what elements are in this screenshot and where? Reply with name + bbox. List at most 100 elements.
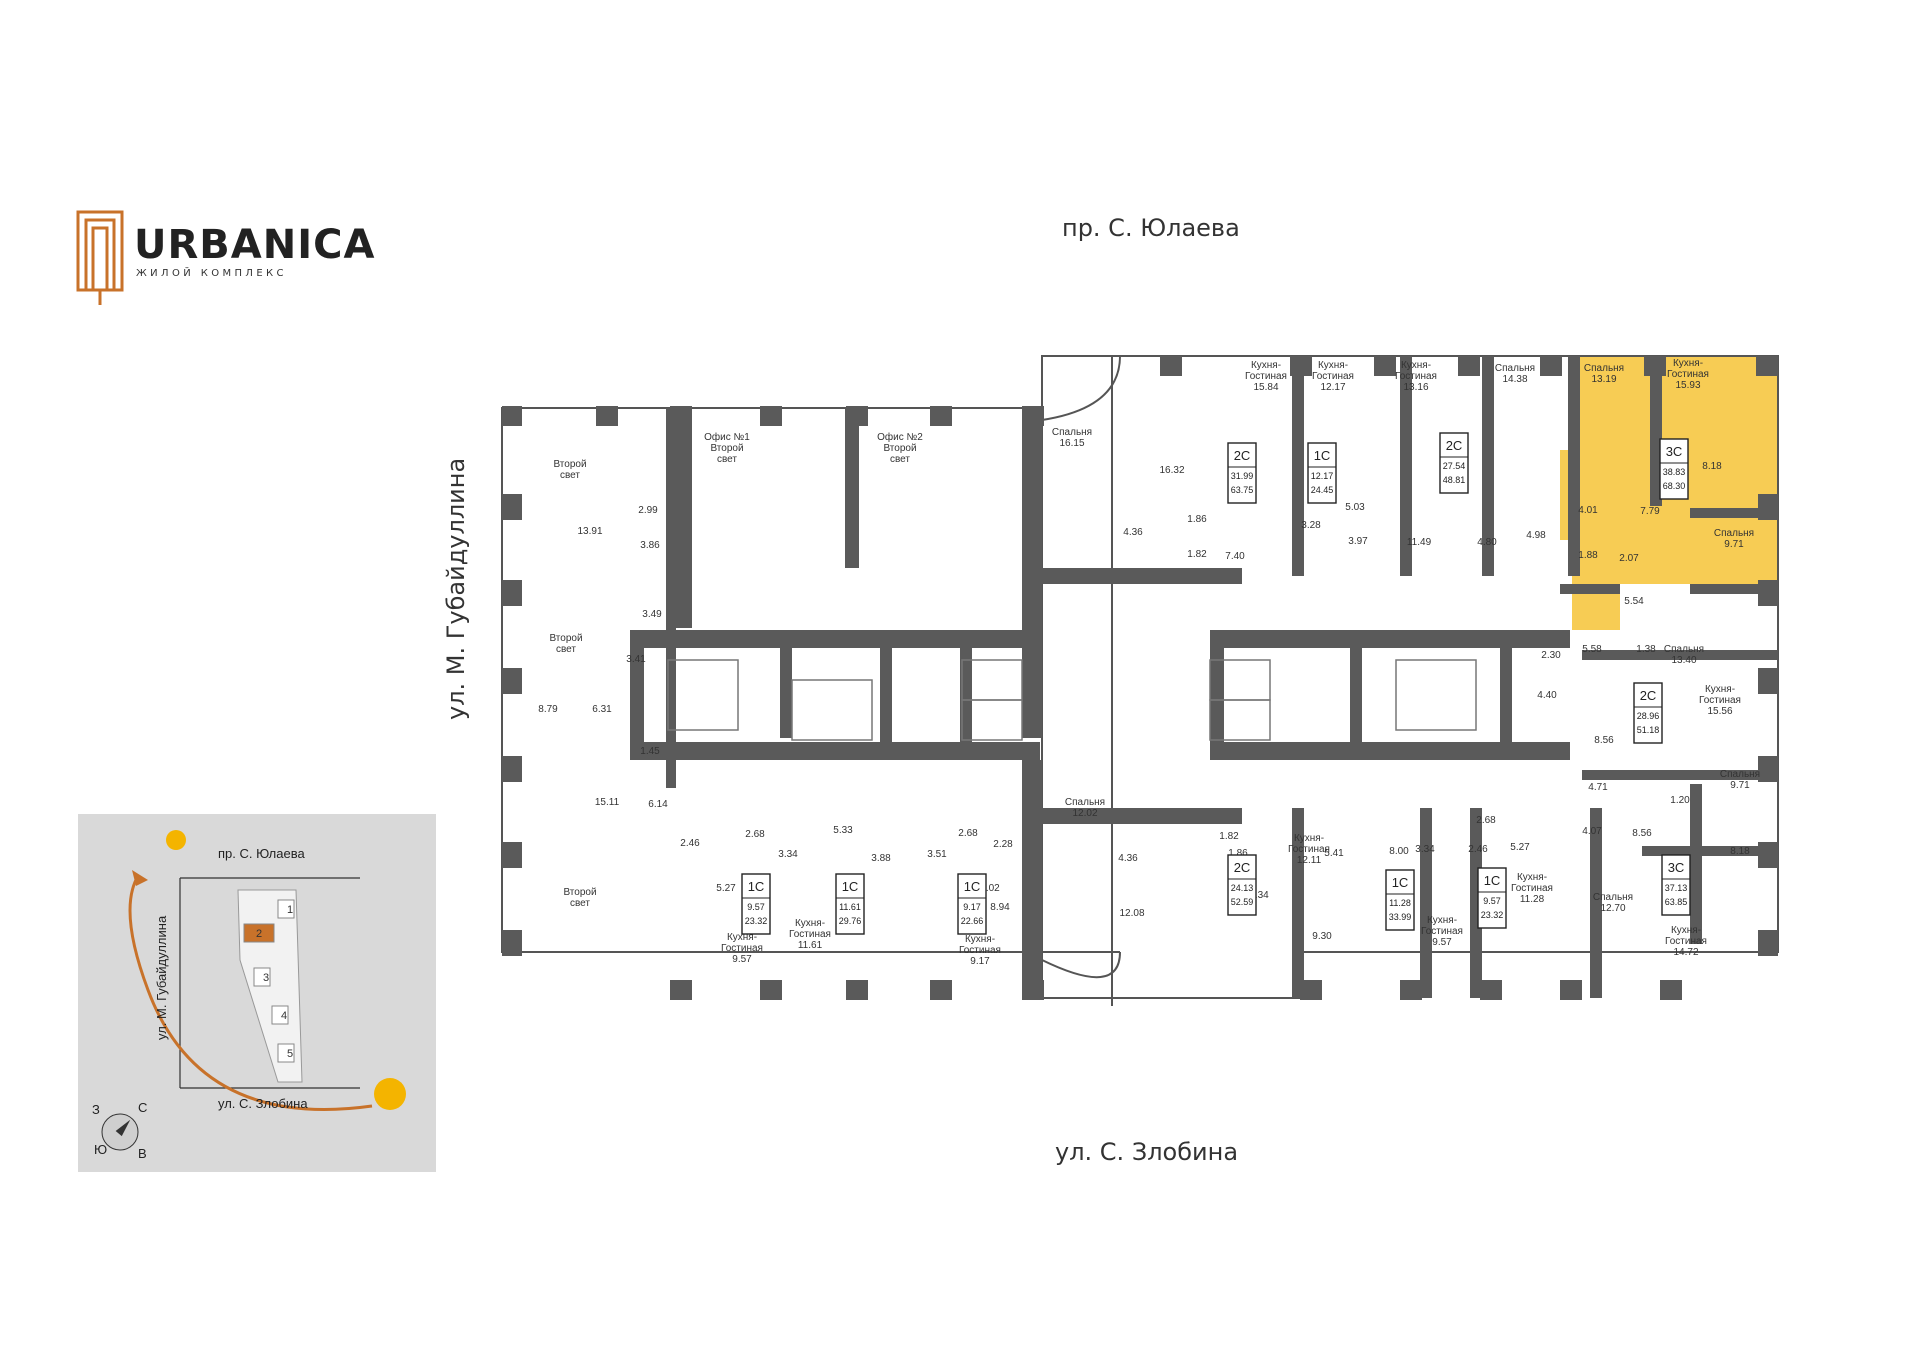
apartment-type: 1С bbox=[1314, 448, 1331, 463]
room-label: 5.03 bbox=[1345, 502, 1365, 513]
apartment-living-area: 31.99 bbox=[1231, 471, 1254, 481]
minimap-building bbox=[271, 1005, 289, 1025]
apartment-living-area: 38.83 bbox=[1663, 467, 1686, 477]
room-label: 3.41 bbox=[626, 654, 646, 665]
street-north-label: пр. С. Юлаева bbox=[1062, 214, 1240, 242]
room-label: 4.36 bbox=[1123, 527, 1143, 538]
room-label: 13.91 bbox=[577, 526, 602, 537]
minimap-building bbox=[253, 967, 271, 987]
brand-name: URBANICA bbox=[134, 222, 376, 268]
apartment-type: 2С bbox=[1640, 688, 1657, 703]
room-label: 3.28 bbox=[1301, 520, 1321, 531]
apartment-box[interactable]: 1С 9.57 23.32 bbox=[1477, 867, 1507, 929]
apartment-type: 3С bbox=[1666, 444, 1683, 459]
apartment-total-area: 48.81 bbox=[1443, 475, 1466, 485]
room-label: 11.49 bbox=[1407, 537, 1432, 548]
arrow-icon bbox=[132, 870, 148, 886]
apartment-type: 2С bbox=[1234, 448, 1251, 463]
apartment-living-area: 11.61 bbox=[839, 902, 861, 912]
apartment-total-area: 63.75 bbox=[1231, 485, 1254, 495]
room-label: 6.14 bbox=[648, 799, 668, 810]
apartment-total-area: 33.99 bbox=[1389, 912, 1412, 922]
apartment-total-area: 29.76 bbox=[839, 916, 862, 926]
sun-icon bbox=[166, 830, 406, 1110]
room-label: 4.36 bbox=[1118, 853, 1138, 864]
stairs-elevators bbox=[667, 659, 1477, 741]
compass-letter: Ю bbox=[94, 1142, 107, 1157]
apartment-type: 1С bbox=[1484, 873, 1501, 888]
room-label: 6.31 bbox=[592, 704, 612, 715]
room-label: 8.18 bbox=[1730, 846, 1750, 857]
room-label: 8.34 bbox=[1249, 890, 1269, 901]
room-label: 4.80 bbox=[1477, 537, 1497, 548]
minimap-building bbox=[243, 923, 275, 943]
room-label: 8.56 bbox=[1632, 828, 1652, 839]
compass-icon bbox=[101, 1113, 139, 1151]
minimap bbox=[78, 814, 436, 1172]
room-label: 3.86 bbox=[640, 540, 660, 551]
room-label: 12.08 bbox=[1119, 908, 1144, 919]
room-label: 4.07 bbox=[1582, 826, 1602, 837]
minimap-south-street: ул. С. Злобина bbox=[218, 1096, 308, 1111]
room-label: 5.02 bbox=[980, 883, 1000, 894]
room-label: 8.94 bbox=[990, 902, 1010, 913]
room-label: 5.54 bbox=[1624, 596, 1644, 607]
minimap-north-street: пр. С. Юлаева bbox=[218, 846, 305, 861]
room-label: 1.20 bbox=[1670, 795, 1690, 806]
room-label: 5.33 bbox=[833, 825, 853, 836]
room-label: 2.07 bbox=[1619, 553, 1639, 564]
apartment-box[interactable]: 1С 11.61 29.76 bbox=[835, 873, 865, 935]
room-label: 3.49 bbox=[642, 609, 662, 620]
room-label: 1.38 bbox=[1636, 644, 1656, 655]
apartment-type: 1С bbox=[1392, 875, 1409, 890]
room-label: 15.11 bbox=[595, 797, 620, 808]
compass-letter: З bbox=[92, 1102, 100, 1117]
room-label: 5.58 bbox=[1582, 644, 1602, 655]
room-label: 2.30 bbox=[1541, 650, 1561, 661]
apartment-type: 3С bbox=[1668, 860, 1685, 875]
compass-letter: С bbox=[138, 1100, 147, 1115]
apartment-total-area: 63.85 bbox=[1665, 897, 1688, 907]
room-label: 3.34 bbox=[1415, 844, 1435, 855]
apartment-living-area: 9.17 bbox=[963, 902, 981, 912]
apartment-total-area: 52.59 bbox=[1231, 897, 1254, 907]
apartment-type: 1С bbox=[842, 879, 859, 894]
room-label: 4.01 bbox=[1578, 505, 1598, 516]
room-label: 5.27 bbox=[1510, 842, 1530, 853]
room-label: 2.68 bbox=[958, 828, 978, 839]
room-label: 8.00 bbox=[1389, 846, 1409, 857]
apartment-box[interactable]: 2С 31.99 63.75 bbox=[1227, 442, 1257, 504]
apartment-living-area: 12.17 bbox=[1311, 471, 1334, 481]
apartment-living-area: 27.54 bbox=[1443, 461, 1466, 471]
room-label: 1.86 bbox=[1187, 514, 1207, 525]
apartment-total-area: 23.32 bbox=[1481, 910, 1504, 920]
street-south-label: ул. С. Злобина bbox=[1055, 1138, 1239, 1166]
apartment-living-area: 9.57 bbox=[1483, 896, 1501, 906]
room-label: 2.46 bbox=[1468, 844, 1488, 855]
